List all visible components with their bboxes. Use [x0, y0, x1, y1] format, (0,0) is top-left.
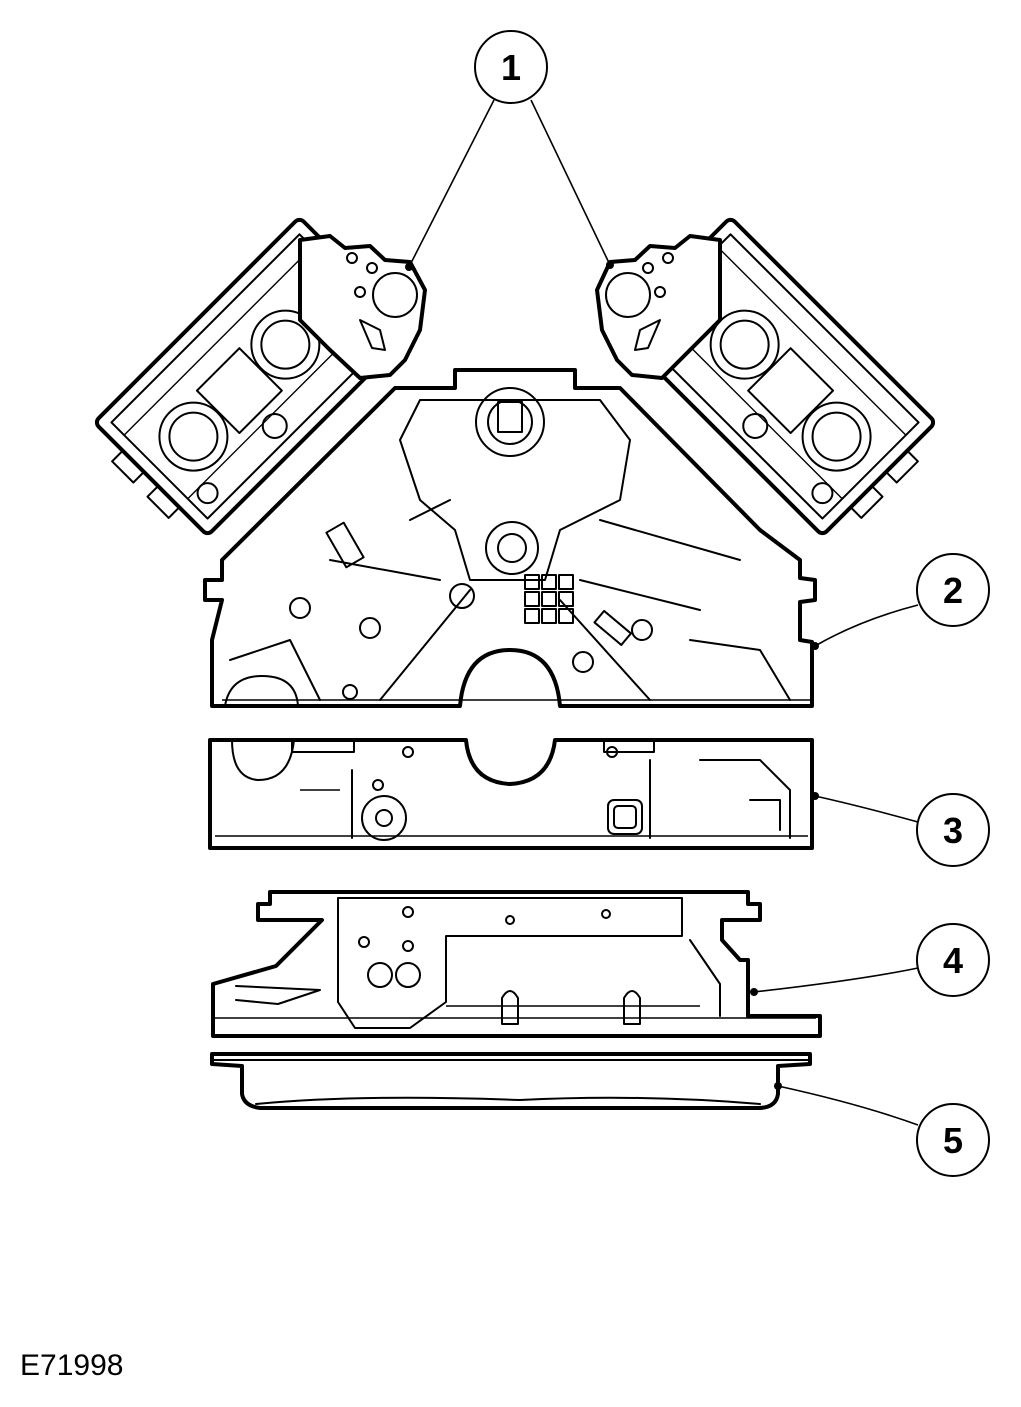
callout-1-label: 1: [501, 47, 521, 88]
callout-2: 2: [916, 553, 990, 627]
timing-cover-right: [595, 234, 722, 380]
oil-pan-upper: [211, 890, 822, 1038]
block-grid: [524, 574, 574, 624]
callout-4-label: 4: [943, 940, 963, 981]
callout-4: 4: [916, 923, 990, 997]
oil-pan-lower: [210, 1052, 812, 1110]
callout-3: 3: [916, 793, 990, 867]
cylinder-block: [203, 368, 817, 708]
callout-5-label: 5: [943, 1120, 963, 1161]
callout-2-label: 2: [943, 570, 963, 611]
callout-3-label: 3: [943, 810, 963, 851]
timing-cover-left: [298, 234, 427, 380]
figure-id-label: E71998: [20, 1349, 124, 1382]
callout-5: 5: [916, 1103, 990, 1177]
ladder-frame: [208, 738, 814, 850]
callout-1: 1: [474, 30, 548, 104]
leader-lines: [405, 99, 919, 1126]
